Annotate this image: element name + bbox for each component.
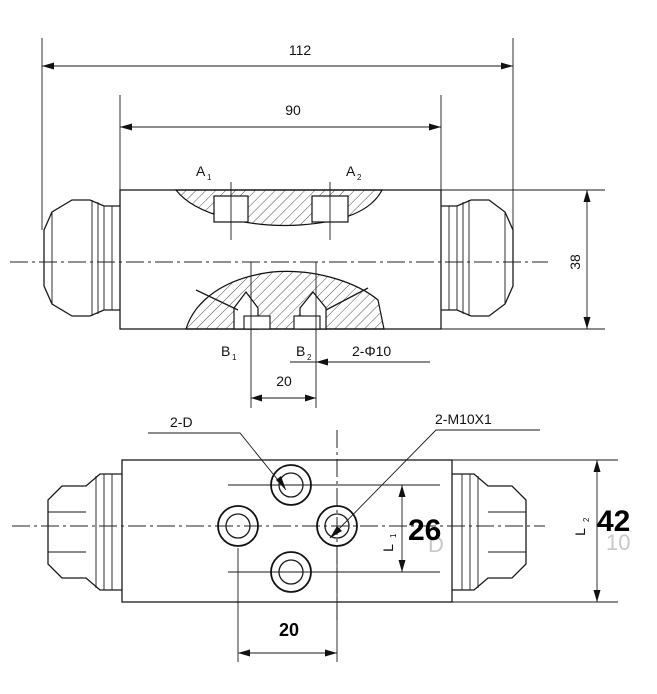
threads-leader-arrow bbox=[330, 526, 342, 538]
bore-leader-arrow bbox=[316, 358, 328, 366]
dim-l2-value: 42 bbox=[597, 505, 630, 538]
arrow-bottom-l1 bbox=[398, 560, 406, 572]
port-b1-label: B bbox=[221, 343, 230, 359]
arrow-left-pitch bbox=[238, 649, 250, 657]
hole-bottom bbox=[270, 551, 312, 593]
arrow-right-20-top bbox=[305, 394, 316, 402]
bottom-right-end-cap bbox=[452, 473, 527, 591]
arrow-right-pitch bbox=[325, 649, 337, 657]
dim-l1-value: 26 bbox=[408, 514, 441, 547]
arrow-right-112 bbox=[501, 62, 513, 70]
dim-overall-length: 112 bbox=[289, 42, 312, 58]
arrow-top-l2 bbox=[593, 460, 601, 472]
port-a2-sub: 2 bbox=[357, 173, 362, 182]
holes-note: 2-D bbox=[170, 414, 193, 430]
dim-body-length: 90 bbox=[285, 102, 301, 118]
holes-leader-arrow bbox=[276, 476, 286, 490]
hole-top bbox=[270, 464, 312, 506]
arrow-bottom-l2 bbox=[593, 590, 601, 602]
arrow-bottom-38 bbox=[583, 317, 591, 329]
bottom-view: 2-D 2-M10X1 L 1 D 26 L 2 10 42 20 bbox=[12, 411, 630, 662]
holes-leader-line bbox=[148, 432, 287, 491]
pilot-channel-right bbox=[325, 287, 369, 311]
bottom-left-end-cap bbox=[47, 473, 122, 591]
hole-left bbox=[217, 505, 259, 547]
ghost-l2-value: 10 bbox=[606, 530, 630, 555]
port-a1-sub: 1 bbox=[207, 173, 212, 182]
top-view: 112 90 A 1 A 2 bbox=[10, 38, 605, 408]
port-b2-label: B bbox=[296, 343, 305, 359]
arrow-left-112 bbox=[42, 62, 54, 70]
lower-section-cut bbox=[185, 270, 385, 330]
arrow-left-20-top bbox=[251, 394, 262, 402]
port-b1-sub: 1 bbox=[232, 353, 237, 362]
port-b2-seat bbox=[293, 315, 321, 330]
ghost-l1-value: D bbox=[428, 532, 444, 557]
dim-bottom-pitch: 20 bbox=[279, 620, 299, 640]
arrow-top-38 bbox=[583, 190, 591, 202]
bottom-valve-body bbox=[121, 459, 453, 603]
dim-l1-label: L bbox=[380, 544, 396, 552]
threads-leader-line bbox=[329, 429, 540, 539]
hole-right bbox=[316, 505, 358, 547]
arrow-top-l1 bbox=[398, 485, 406, 497]
dim-l2-sub: 2 bbox=[582, 517, 591, 522]
port-a2-label: A bbox=[346, 163, 356, 179]
dim-port-pitch: 20 bbox=[276, 373, 292, 389]
dim-l2-label: L bbox=[572, 528, 588, 536]
arrow-right-90 bbox=[429, 123, 441, 131]
upper-section-cut bbox=[174, 189, 383, 227]
bore-note: 2-Φ10 bbox=[352, 343, 391, 359]
left-end-cap bbox=[43, 199, 120, 317]
dim-l1-sub: 1 bbox=[389, 533, 398, 538]
threads-note: 2-M10X1 bbox=[435, 411, 492, 427]
arrow-left-90 bbox=[120, 123, 132, 131]
right-end-cap bbox=[441, 199, 514, 317]
dim-body-height: 38 bbox=[567, 254, 583, 270]
pilot-channel-left bbox=[195, 289, 239, 311]
port-b2-sub: 2 bbox=[307, 353, 312, 362]
port-a1-label: A bbox=[196, 163, 206, 179]
port-b1-seat bbox=[243, 315, 271, 330]
